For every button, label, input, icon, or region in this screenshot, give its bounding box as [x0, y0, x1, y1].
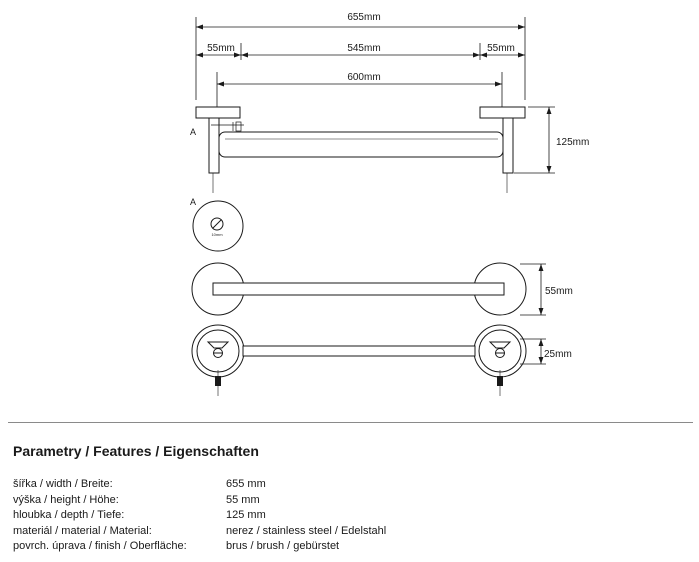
spec-row: materiál / material / Material: nerez / … [13, 524, 463, 540]
spec-label: povrch. úprava / finish / Oberfläche: [13, 540, 187, 552]
spec-row: hloubka / depth / Tiefe: 125 mm [13, 508, 463, 524]
spec-row: šířka / width / Breite: 655 mm [13, 477, 463, 493]
features-heading: Parametry / Features / Eigenschaften [13, 443, 259, 459]
screw-heads [215, 376, 503, 386]
technical-drawing: 655mm 55mm 545mm 55mm 600mm 125mm 55mm 2… [190, 12, 589, 396]
spec-label: šířka / width / Breite: [13, 478, 113, 490]
spec-value: 655 mm [226, 478, 266, 490]
dim-left-mount: 55mm [207, 43, 235, 54]
spec-value: 55 mm [226, 493, 260, 506]
dimension-lines [195, 17, 555, 365]
dim-right-mount: 55mm [487, 43, 515, 54]
spec-table: šířka / width / Breite: 655 mm výška / h… [13, 477, 463, 555]
screw-size-label: 10mm [211, 232, 223, 237]
dim-total-width: 655mm [347, 12, 380, 23]
detail-a-label: A [190, 197, 196, 207]
detail-marker: A [190, 127, 196, 137]
spec-label: výška / height / Höhe: [13, 493, 119, 506]
side-view [195, 106, 526, 193]
plan-view [191, 262, 527, 316]
section-divider [8, 422, 693, 423]
detail-a-view [192, 200, 244, 252]
spec-row: povrch. úprava / finish / Oberfläche: br… [13, 539, 463, 555]
dim-mount-depth: 25mm [544, 349, 572, 360]
dim-mount-diameter: 55mm [545, 286, 573, 297]
spec-value: nerez / stainless steel / Edelstahl [226, 524, 387, 537]
spec-label: materiál / material / Material: [13, 524, 152, 537]
spec-label: hloubka / depth / Tiefe: [13, 509, 125, 521]
spec-value: 125 mm [226, 509, 266, 521]
dim-inner-span: 545mm [347, 43, 380, 54]
spec-row: výška / height / Höhe: 55 mm [13, 493, 463, 509]
bottom-view [191, 324, 527, 396]
dim-bar-length: 600mm [347, 72, 380, 83]
dim-height: 125mm [556, 137, 589, 148]
spec-value: brus / brush / gebürstet [226, 540, 340, 552]
